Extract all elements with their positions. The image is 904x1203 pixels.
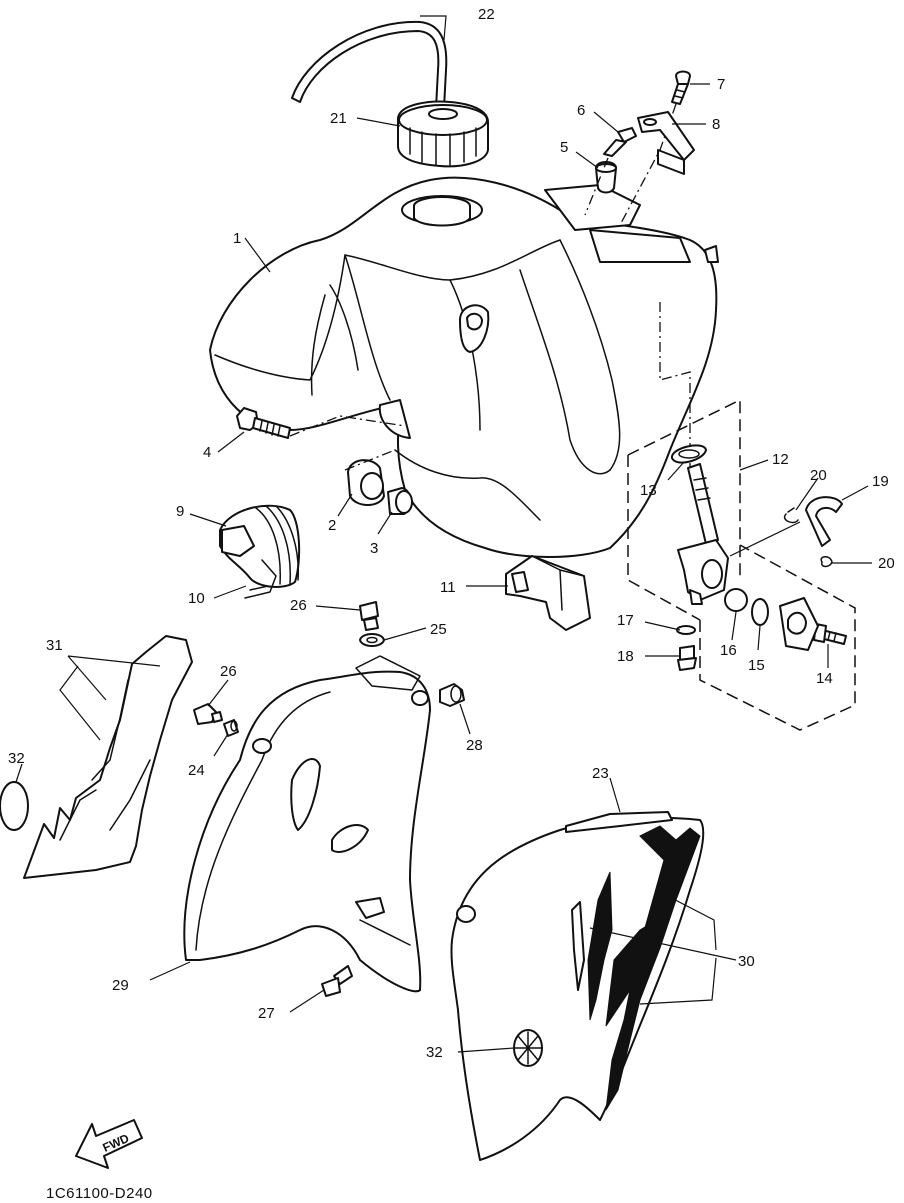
tank-mounting-bolt — [236, 407, 406, 439]
callout-5: 5 — [560, 139, 568, 156]
screw-14 — [813, 623, 847, 645]
callout-1: 1 — [233, 230, 241, 247]
washer-25 — [359, 633, 385, 647]
collar-24 — [223, 719, 239, 737]
o-ring — [751, 598, 769, 626]
callout-16: 16 — [720, 642, 737, 659]
callout-26-b: 26 — [220, 663, 237, 680]
callout-29: 29 — [112, 977, 129, 994]
callout-12: 12 — [772, 451, 789, 468]
callout-6: 6 — [577, 102, 585, 119]
side-cover-right — [450, 811, 705, 1161]
callout-13: 13 — [640, 482, 657, 499]
callout-10: 10 — [188, 590, 205, 607]
fuel-tank — [209, 176, 719, 558]
callout-31: 31 — [46, 637, 63, 654]
callout-30: 30 — [738, 953, 755, 970]
screw-27 — [321, 965, 353, 997]
gasket — [724, 588, 748, 612]
hose-clip-lower — [820, 556, 833, 568]
callout-23: 23 — [592, 765, 609, 782]
diagram-code: 1C61100-D240 — [46, 1185, 153, 1202]
callout-18: 18 — [617, 648, 634, 665]
hose-clip — [783, 507, 799, 524]
screw-6 — [584, 127, 637, 216]
callout-21: 21 — [330, 110, 347, 127]
callout-15: 15 — [748, 657, 765, 674]
bolt-26-top — [359, 601, 379, 631]
callout-22: 22 — [478, 6, 495, 23]
callout-2: 2 — [328, 517, 336, 534]
graphic-left — [23, 635, 193, 879]
callout-20-a: 20 — [810, 467, 827, 484]
grommet — [595, 161, 617, 194]
collar — [344, 449, 413, 515]
lever-plate — [779, 597, 819, 651]
callout-24: 24 — [188, 762, 205, 779]
holder — [637, 111, 695, 175]
callout-32-a: 32 — [8, 750, 25, 767]
callout-26-a: 26 — [290, 597, 307, 614]
callout-17: 17 — [617, 612, 634, 629]
callout-28: 28 — [466, 737, 483, 754]
emblem-left — [0, 781, 29, 831]
fuel-hose — [805, 496, 843, 547]
fuel-cap — [397, 100, 489, 168]
drain-bolt — [677, 645, 697, 671]
callout-4: 4 — [203, 444, 211, 461]
callout-labels: 22 21 1 4 2 3 5 6 7 8 9 10 11 12 13 14 1… — [8, 6, 895, 1061]
callout-32-b: 32 — [426, 1044, 443, 1061]
callout-11: 11 — [440, 579, 456, 596]
callout-20-b: 20 — [878, 555, 895, 572]
callout-3: 3 — [370, 540, 378, 557]
clip-10 — [244, 559, 277, 599]
callout-27: 27 — [258, 1005, 275, 1022]
callout-9: 9 — [176, 503, 184, 520]
cover — [219, 504, 301, 588]
guard — [505, 555, 591, 631]
callout-8: 8 — [712, 116, 720, 133]
callout-25: 25 — [430, 621, 447, 638]
bolt-26-left — [193, 703, 223, 725]
fuel-cock-assembly — [627, 302, 856, 731]
side-cover-left — [183, 655, 431, 993]
washer — [676, 625, 696, 635]
grommet-28 — [439, 683, 465, 707]
breather-hose — [291, 20, 448, 109]
damper — [347, 459, 385, 506]
callout-14: 14 — [816, 670, 833, 687]
forward-arrow: FWD — [75, 1119, 143, 1169]
callout-19: 19 — [872, 473, 889, 490]
callout-7: 7 — [717, 76, 725, 93]
leader-lines — [15, 15, 872, 1053]
